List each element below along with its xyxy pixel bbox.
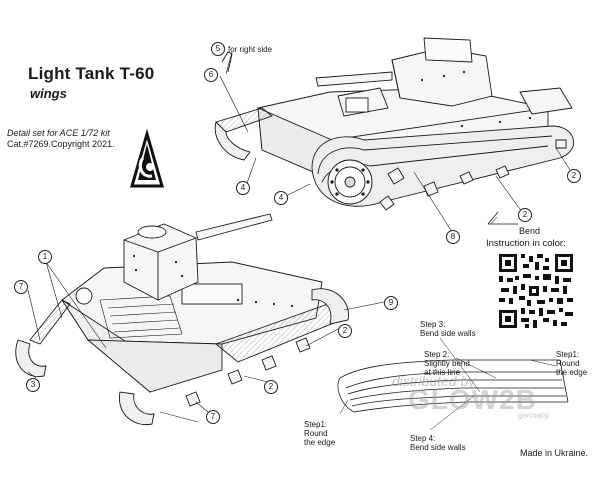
part-number-2c: 2	[338, 324, 352, 338]
detail-set-label: Detail set for ACE 1/72 kit	[7, 128, 110, 138]
part-number-4a: 4	[236, 181, 250, 195]
fender-bending-diagram	[337, 337, 569, 431]
part-number-9: 9	[384, 296, 398, 310]
page-subtitle: wings	[30, 86, 67, 101]
watermark-line2: GLOW2B	[408, 384, 537, 415]
part-number-8: 8	[446, 230, 460, 244]
part-number-2b: 2	[567, 169, 581, 183]
part-number-7b: 7	[206, 410, 220, 424]
part-number-4b: 4	[274, 191, 288, 205]
tank-bottom-view	[15, 213, 385, 426]
instruction-label: Instruction in color:	[486, 238, 566, 249]
part-number-2a: 2	[518, 208, 532, 222]
part-number-3: 3	[26, 378, 40, 392]
page-title: Light Tank T-60	[28, 64, 155, 83]
part-number-7a: 7	[14, 280, 28, 294]
right-side-callout: for right side	[228, 45, 273, 54]
step2-label: Step 2: Slightly bend at this line	[424, 350, 470, 377]
bend-angle-icon	[487, 211, 518, 225]
watermark-line3: germany	[518, 411, 550, 420]
catalog-label: Cat.#7269.Copyright 2021.	[7, 139, 115, 149]
watermark-line1: distributed by	[392, 373, 476, 389]
step1-left-label: Step1: Round the edge	[304, 420, 336, 447]
step1-right-label: Step1: Round the edge	[556, 350, 588, 377]
part-number-5: 5	[211, 42, 225, 56]
part-number-6: 6	[204, 68, 218, 82]
qr-code-icon	[497, 252, 575, 330]
bend-label: Bend	[519, 226, 541, 236]
step4-label: Step 4: Bend side walls	[410, 434, 466, 452]
ace-logo-icon	[130, 128, 164, 188]
part-number-2d: 2	[264, 380, 278, 394]
step3-label: Step 3: Bend side walls	[420, 320, 476, 338]
tank-top-view	[214, 37, 575, 233]
part-number-1: 1	[38, 250, 52, 264]
made-in-label: Made in Ukraine.	[520, 448, 589, 458]
